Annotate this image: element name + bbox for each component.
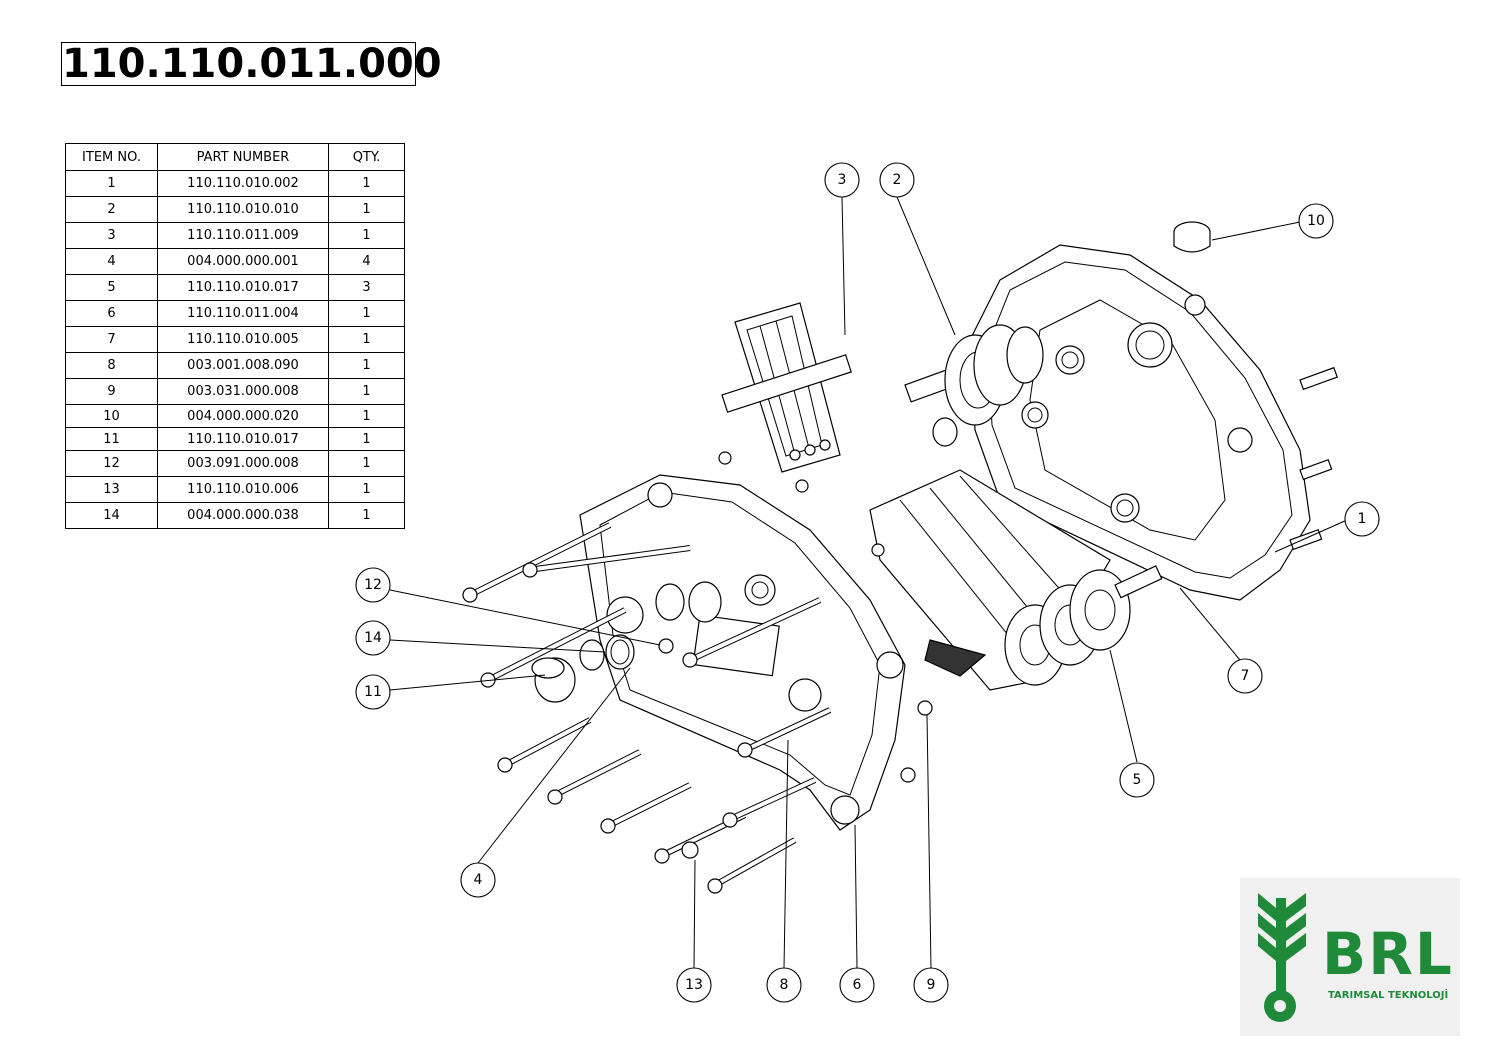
balloon-circle	[1298, 203, 1334, 239]
balloon-item-7: 7	[1227, 658, 1263, 694]
right-housing-part	[969, 244, 1339, 601]
logo-tagline: TARIMSAL TEKNOLOJİ	[1328, 990, 1449, 1001]
balloon-circle	[824, 162, 860, 198]
balloon-label: 8	[780, 977, 789, 993]
plate-shaft-part	[721, 302, 852, 473]
balloon-circle	[460, 862, 496, 898]
bolts-part	[462, 522, 832, 894]
balloon-label: 1	[1358, 511, 1367, 527]
balloon-item-13: 13	[676, 967, 712, 1003]
balloon-circle	[676, 967, 712, 1003]
small-parts	[531, 451, 933, 859]
bom-cell-part-number: 003.091.000.008	[157, 450, 329, 477]
bearing-shaft-part	[904, 324, 1044, 447]
balloon-item-8: 8	[766, 967, 802, 1003]
left-housing-part	[579, 474, 906, 831]
cap-plug-part	[1173, 221, 1211, 253]
leader-lines	[389, 196, 1348, 969]
bom-cell-qty: 1	[328, 502, 405, 529]
balloon-label: 14	[364, 630, 382, 646]
balloon-label: 4	[474, 872, 483, 888]
balloon-item-3: 3	[824, 162, 860, 198]
balloon-item-12: 12	[355, 567, 391, 603]
bom-cell-item-no: 14	[65, 502, 158, 529]
bom-cell-part-number: 110.110.010.006	[157, 476, 329, 503]
bom-cell-qty: 1	[328, 450, 405, 477]
balloon-circle	[355, 567, 391, 603]
bom-cell-part-number: 110.110.010.017	[157, 274, 329, 301]
balloon-item-5: 5	[1119, 762, 1155, 798]
bearing-5-part	[1004, 565, 1163, 686]
bom-cell-item-no: 4	[65, 248, 158, 275]
bom-cell-item-no: 8	[65, 352, 158, 379]
balloon-circle	[355, 620, 391, 656]
balloon-item-4: 4	[460, 862, 496, 898]
bom-cell-qty: 3	[328, 274, 405, 301]
balloon-label: 13	[685, 977, 703, 993]
balloon-label: 7	[1241, 668, 1250, 684]
balloon-circle	[766, 967, 802, 1003]
balloon-item-6: 6	[839, 967, 875, 1003]
bom-cell-part-number: 004.000.000.001	[157, 248, 329, 275]
bom-cell-qty: 4	[328, 248, 405, 275]
brl-logo: BRL TARIMSAL TEKNOLOJİ	[1240, 878, 1460, 1036]
bom-cell-item-no: 13	[65, 476, 158, 503]
drawing-number: 110.110.011.000	[61, 41, 442, 87]
bom-cell-part-number: 110.110.010.002	[157, 170, 329, 197]
balloon-label: 12	[364, 577, 382, 593]
bom-cell-qty: 1	[328, 170, 405, 197]
balloon-circle	[355, 674, 391, 710]
balloon-label: 6	[853, 977, 862, 993]
bom-cell-item-no: 6	[65, 300, 158, 327]
bom-cell-item-no: 12	[65, 450, 158, 477]
bom-cell-qty: 1	[328, 222, 405, 249]
balloon-circle	[839, 967, 875, 1003]
balloon-item-10: 10	[1298, 203, 1334, 239]
balloon-item-11: 11	[355, 674, 391, 710]
wheat-gear-icon	[1258, 893, 1306, 1022]
balloon-circle	[1227, 658, 1263, 694]
balloon-label: 2	[893, 172, 902, 188]
balloon-label: 9	[927, 977, 936, 993]
balloon-item-1: 1	[1344, 501, 1380, 537]
bom-cell-part-number: 004.000.000.038	[157, 502, 329, 529]
balloon-item-2: 2	[879, 162, 915, 198]
bom-cell-part-number: 004.000.000.020	[157, 404, 329, 428]
balloon-label: 3	[838, 172, 847, 188]
bom-cell-item-no: 10	[65, 404, 158, 428]
bom-cell-part-number: 110.110.010.010	[157, 196, 329, 223]
balloon-item-9: 9	[913, 967, 949, 1003]
balloon-label: 11	[364, 684, 382, 700]
logo-brand-text: BRL	[1322, 920, 1454, 988]
bom-cell-part-number: 003.001.008.090	[157, 352, 329, 379]
balloon-label: 5	[1133, 772, 1142, 788]
bom-cell-qty: 1	[328, 300, 405, 327]
balloon-item-14: 14	[355, 620, 391, 656]
balloon-circle	[879, 162, 915, 198]
bom-cell-part-number: 003.031.000.008	[157, 378, 329, 405]
balloon-circle	[1119, 762, 1155, 798]
balloon-circle	[913, 967, 949, 1003]
bom-cell-part-number: 110.110.011.009	[157, 222, 329, 249]
bom-header-qty: QTY.	[328, 143, 405, 171]
balloon-circle	[1344, 501, 1380, 537]
bom-cell-item-no: 2	[65, 196, 158, 223]
balloon-label: 10	[1307, 213, 1325, 229]
